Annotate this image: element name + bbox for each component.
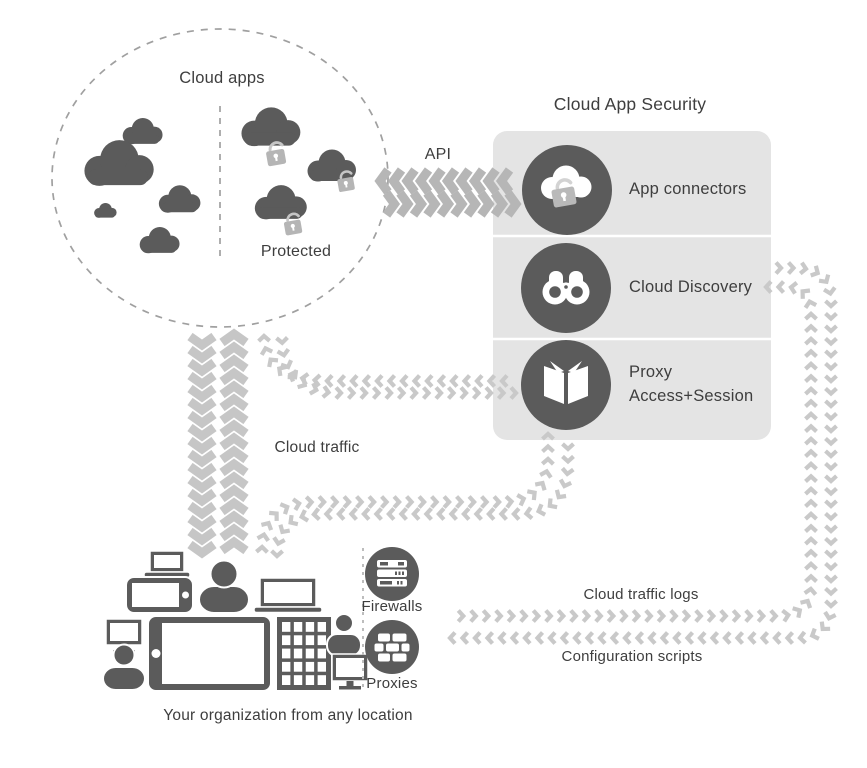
person-icon — [102, 643, 146, 691]
app-connectors-cloud-lock-icon — [522, 145, 612, 235]
traffic-arrows — [187, 167, 838, 645]
cloud-traffic-label: Cloud traffic — [274, 439, 360, 456]
cloud-icon — [94, 202, 117, 218]
laptop-icon — [143, 550, 191, 579]
lock-icon — [337, 170, 355, 192]
proxy-open-book-icon — [521, 340, 611, 430]
cloud-apps-dashed-circle — [51, 28, 389, 328]
cloud-app-security-title: Cloud App Security — [553, 94, 707, 114]
cloud-icon — [254, 185, 307, 220]
building-grid-icon — [275, 615, 333, 692]
configuration-scripts-label: Configuration scripts — [561, 648, 703, 665]
proxy-label: Proxy Access+Session — [629, 360, 753, 408]
org-devices-graphic — [102, 550, 369, 692]
cloud-traffic-logs-label: Cloud traffic logs — [583, 586, 699, 603]
app-connectors-label: App connectors — [629, 180, 747, 198]
unprotected-clouds — [84, 117, 201, 254]
cloud-discovery-label: Cloud Discovery — [629, 278, 753, 296]
cloud-apps-label: Cloud apps — [179, 69, 265, 87]
cloud-icon — [122, 117, 163, 145]
person-icon — [326, 613, 362, 657]
lock-icon — [283, 212, 303, 236]
proxy-label-line1: Proxy — [629, 363, 673, 381]
cloud-discovery-binoculars-icon — [521, 243, 611, 333]
cloud-icon — [84, 140, 154, 186]
protected-clouds — [241, 107, 356, 236]
cloud-icon — [139, 226, 180, 254]
firewalls-label: Firewalls — [361, 598, 423, 615]
cloud-icon — [241, 107, 301, 147]
cloud-icon — [307, 149, 356, 182]
proxy-label-line2: Access+Session — [629, 387, 754, 405]
tablet-icon — [125, 576, 194, 614]
laptop-icon — [253, 577, 323, 614]
proxies-brick-wall-icon — [365, 620, 419, 674]
cloud-icon — [158, 185, 201, 213]
proxies-label: Proxies — [366, 675, 418, 692]
tablet-icon — [147, 615, 272, 692]
protected-label: Protected — [260, 243, 332, 260]
lock-icon — [266, 141, 287, 167]
person-icon — [198, 559, 250, 614]
api-label: API — [424, 146, 452, 163]
org-caption: Your organization from any location — [163, 707, 413, 724]
firewalls-server-stack-icon — [365, 547, 419, 601]
